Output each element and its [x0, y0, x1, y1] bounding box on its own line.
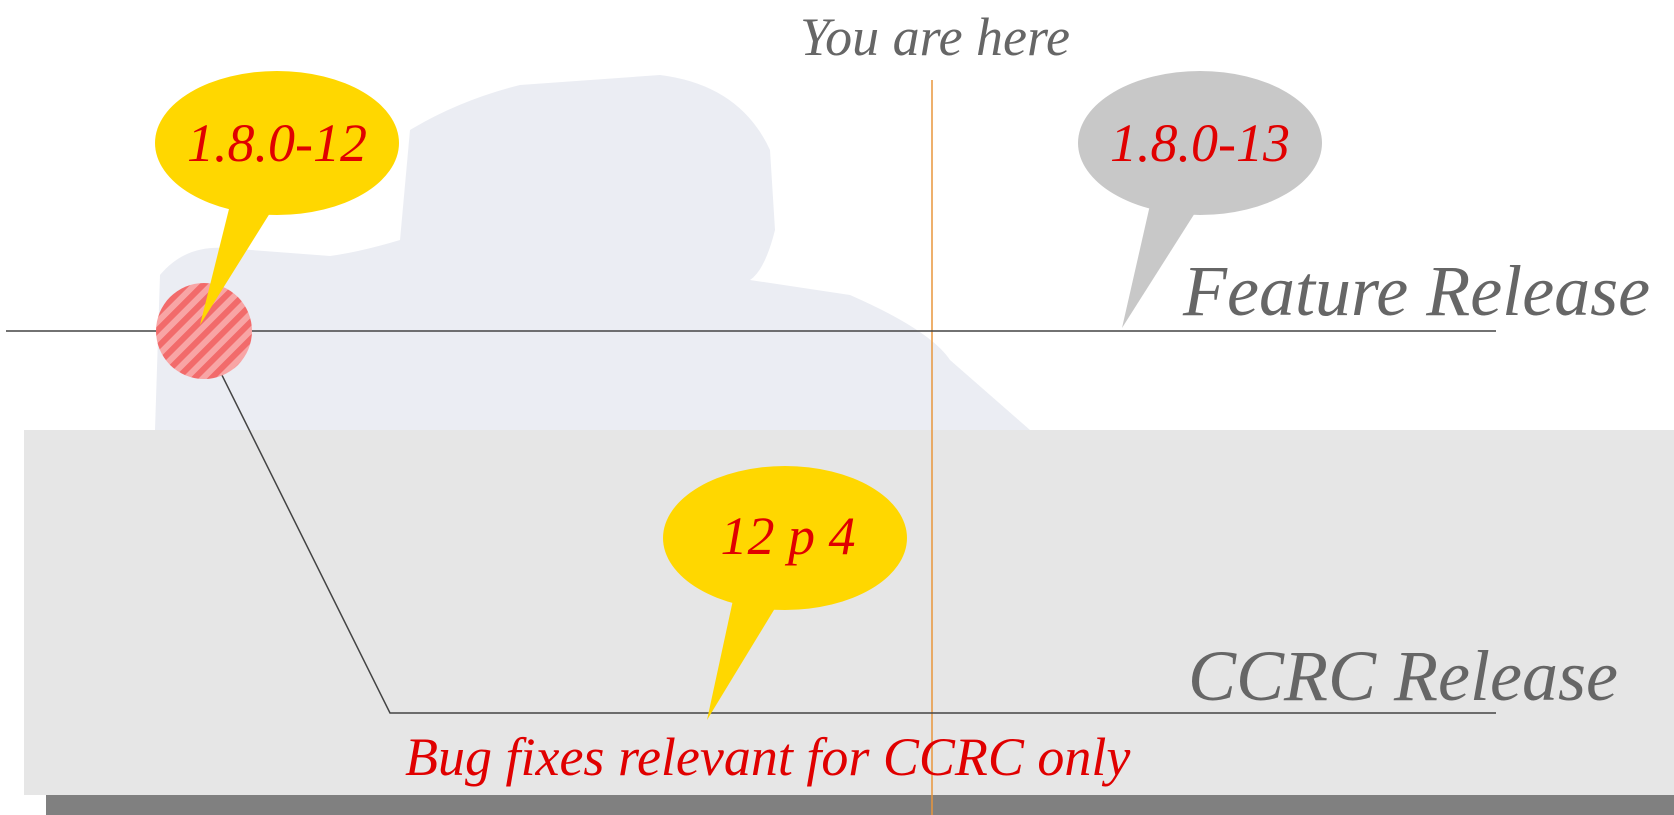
background-silhouette — [155, 75, 1030, 430]
ccrc-branch-line — [199, 330, 1496, 714]
bubble-label-1-8-0-13: 1.8.0-13 — [1110, 113, 1290, 173]
footer-bar — [46, 795, 1674, 815]
bubble-label-1-8-0-12: 1.8.0-12 — [187, 113, 367, 173]
version-bubble-1-8-0-13 — [1078, 71, 1322, 328]
branch-point-marker — [156, 283, 252, 379]
ccrc-release-title: CCRC Release — [1188, 636, 1618, 716]
patch-bubble-12-p-4 — [663, 466, 907, 720]
version-bubble-1-8-0-12 — [155, 71, 399, 325]
bugfix-note: Bug fixes relevant for CCRC only — [405, 727, 1131, 787]
bubble-label-12-p-4: 12 p 4 — [720, 506, 856, 566]
feature-release-title: Feature Release — [1183, 251, 1651, 331]
you-are-here-label: You are here — [800, 7, 1070, 67]
